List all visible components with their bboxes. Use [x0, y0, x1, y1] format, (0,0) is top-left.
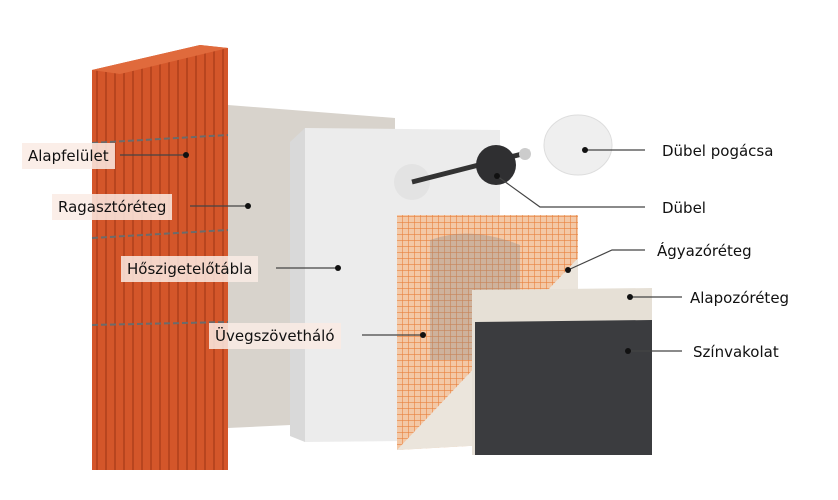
label-adhesive: Ragasztóréteg: [52, 194, 173, 220]
label-render: Színvakolat: [693, 343, 779, 361]
dowel: [394, 145, 531, 200]
label-primer: Alapozóréteg: [690, 289, 790, 307]
label-base: Alapfelület: [22, 143, 115, 169]
leader-lines: [120, 149, 682, 352]
label-insulation-board: Hőszigetelőtábla: [121, 256, 259, 282]
label-bedding: Ágyazóréteg: [657, 242, 752, 260]
colour-render-layer: [475, 320, 652, 455]
label-dowel-cap: Dübel pogácsa: [662, 142, 774, 160]
label-dowel: Dübel: [662, 199, 706, 217]
label-mesh: Üvegszövetháló: [209, 323, 341, 349]
dowel-cap: [543, 114, 613, 176]
